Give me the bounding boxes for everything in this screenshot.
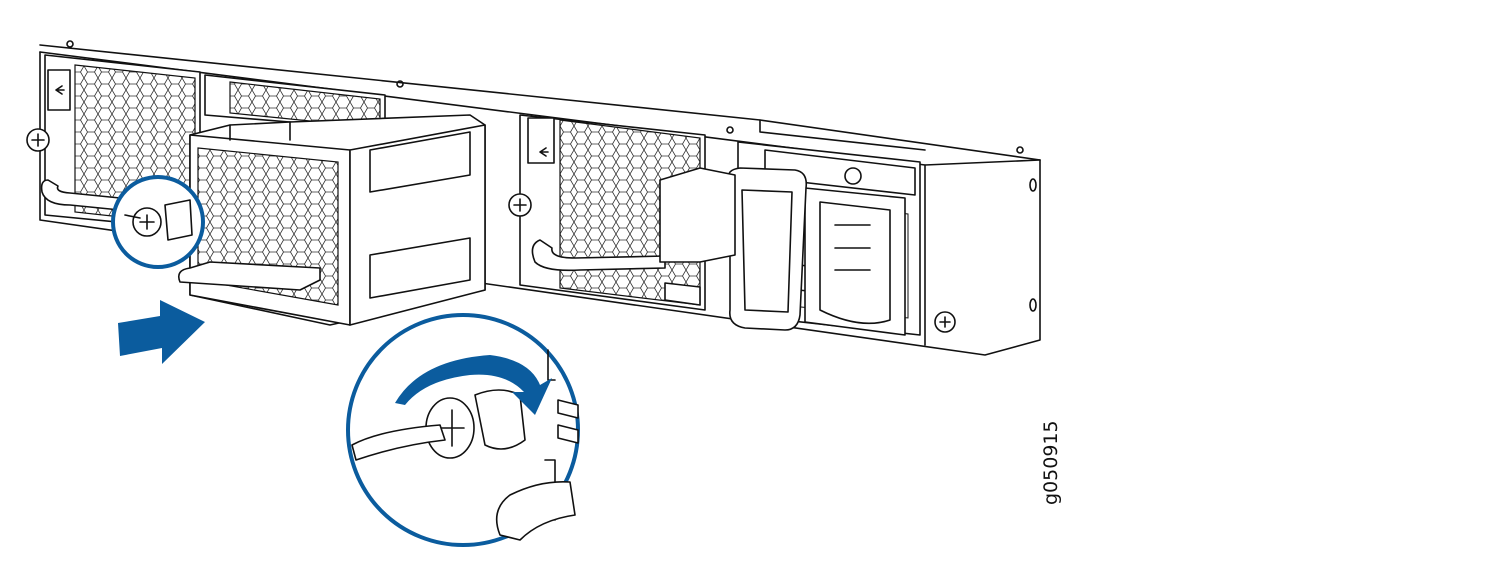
insertion-arrow xyxy=(118,300,205,364)
captive-screw-callout-small xyxy=(111,175,205,269)
power-supply xyxy=(659,141,921,336)
fan-module xyxy=(177,114,486,326)
captive-screw-detail xyxy=(346,313,580,547)
figure-id-label: g050915 xyxy=(1040,420,1062,505)
